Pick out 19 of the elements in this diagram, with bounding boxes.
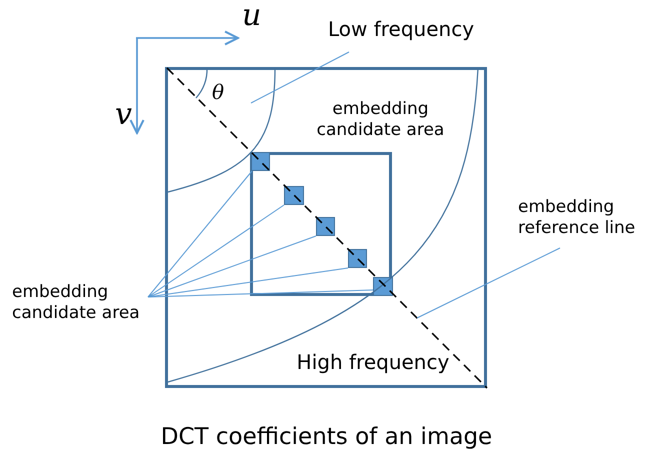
caption: DCT coefficients of an image — [160, 423, 494, 452]
leader-line — [148, 204, 284, 298]
area-label: embedding candidate area — [316, 99, 446, 141]
leader-line — [148, 290, 374, 298]
axis-label: u — [242, 0, 262, 34]
leader-line — [148, 170, 252, 298]
area-label: High frequency — [296, 352, 450, 373]
coefficient-block — [348, 249, 367, 268]
axis-label: v — [115, 97, 132, 133]
leader-line — [250, 52, 350, 104]
coefficient-block — [284, 186, 304, 205]
area-label: Low frequency — [326, 19, 476, 40]
angle-label: θ — [212, 79, 224, 105]
coefficient-block — [316, 217, 335, 236]
area-label: embedding candidate area — [12, 282, 141, 324]
leader-line — [148, 268, 348, 298]
leader-line — [148, 236, 316, 298]
area-label: embedding reference line — [518, 197, 636, 239]
leader-line — [416, 248, 560, 318]
